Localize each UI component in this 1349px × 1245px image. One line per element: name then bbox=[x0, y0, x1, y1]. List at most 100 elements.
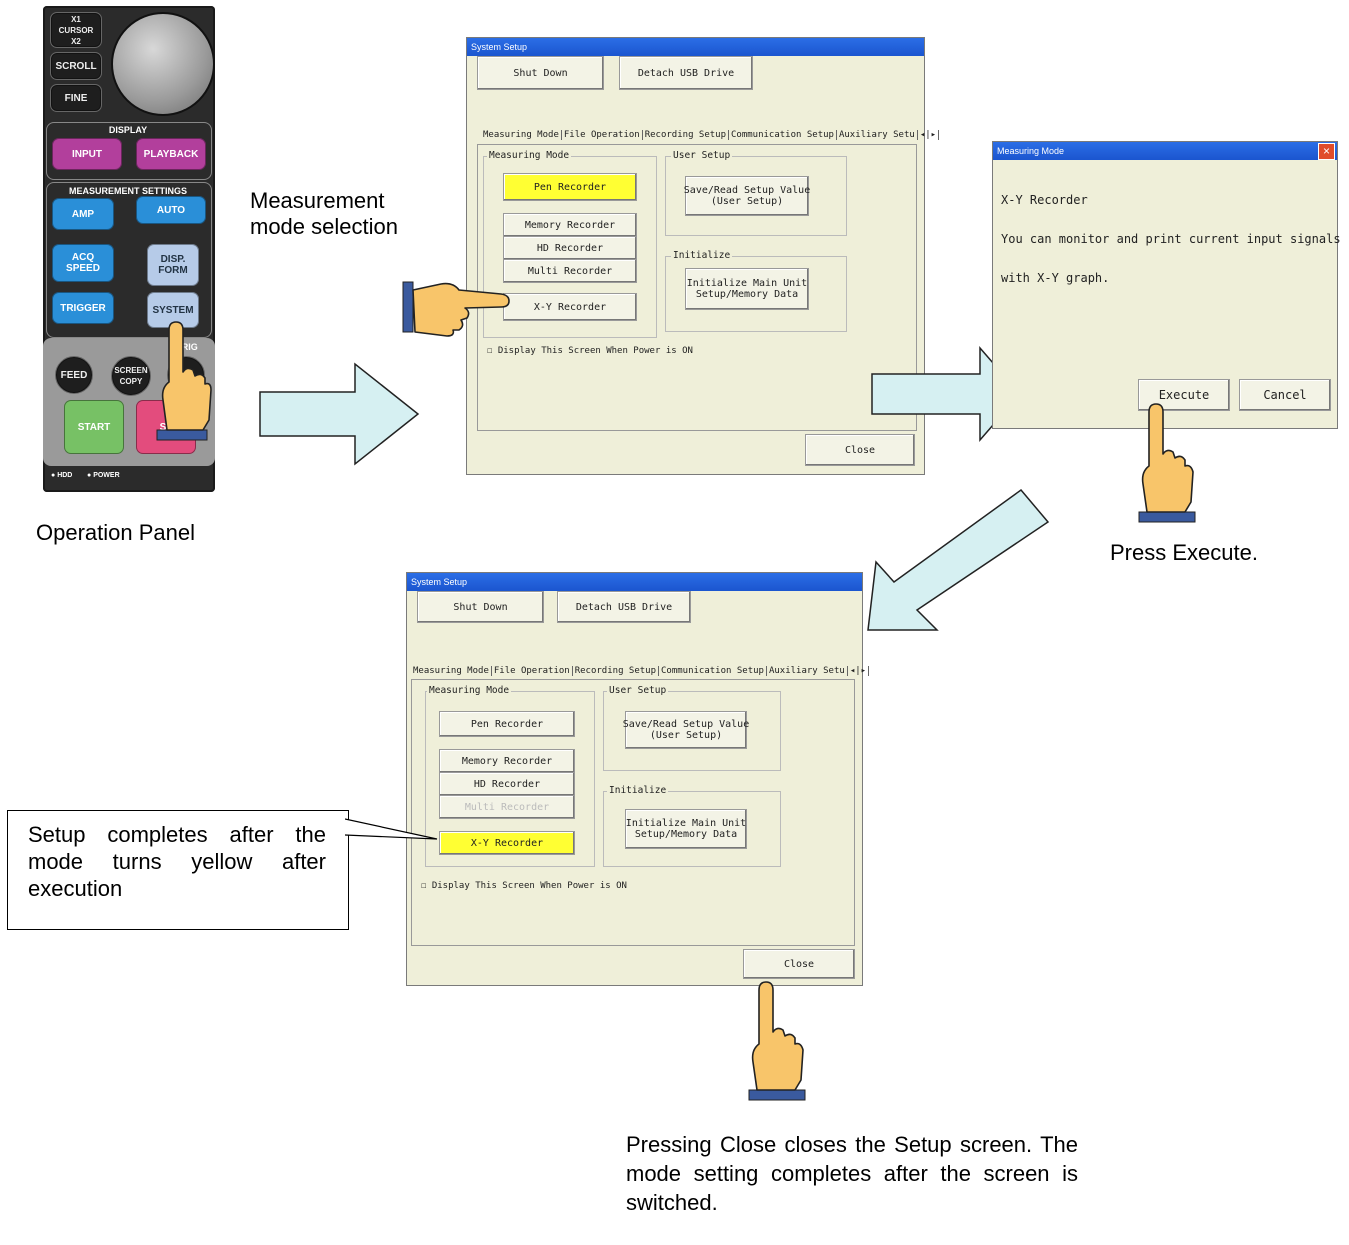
tab-communication-setup[interactable]: Communication Setup bbox=[659, 666, 767, 676]
pointing-hand-icon bbox=[402, 281, 510, 337]
tab-scroll-arrows[interactable]: ◂|▸ bbox=[848, 666, 870, 676]
tab-recording-setup[interactable]: Recording Setup bbox=[573, 666, 659, 676]
measurement-selection-caption: Measurement mode selection bbox=[250, 188, 398, 239]
pointing-hand-icon bbox=[156, 321, 212, 441]
tab-file-operation[interactable]: File Operation bbox=[562, 130, 643, 140]
close-x-icon[interactable]: × bbox=[1318, 143, 1335, 160]
xy-recorder-label: X-Y Recorder bbox=[470, 837, 544, 849]
user-setup-group bbox=[603, 691, 781, 771]
shut-down-label: Shut Down bbox=[453, 601, 508, 613]
closing-caption: Pressing Close closes the Setup screen. … bbox=[626, 1132, 1078, 1215]
initialize-main-unit-label: Initialize Main Unit Setup/Memory Data bbox=[625, 818, 747, 840]
cancel-button[interactable]: Cancel bbox=[1239, 379, 1331, 411]
user-setup-group-label: User Setup bbox=[607, 685, 669, 696]
multi-recorder-button[interactable]: Multi Recorder bbox=[503, 259, 637, 283]
fine-button[interactable]: FINE bbox=[50, 84, 102, 112]
initialize-group-label: Initialize bbox=[607, 785, 669, 796]
shut-down-button[interactable]: Shut Down bbox=[417, 591, 544, 623]
disp-form-button[interactable]: DISP. FORM bbox=[147, 244, 199, 286]
x2-label: X2 bbox=[71, 36, 81, 46]
hd-recorder-label: HD Recorder bbox=[536, 242, 604, 254]
initialize-main-unit-label: Initialize Main Unit Setup/Memory Data bbox=[686, 278, 808, 300]
system-setup-window-1: System Setup Shut Down Detach USB Drive … bbox=[466, 37, 940, 475]
amp-button[interactable]: AMP bbox=[52, 198, 114, 230]
tab-communication-setup[interactable]: Communication Setup bbox=[729, 130, 837, 140]
cancel-label: Cancel bbox=[1263, 387, 1307, 402]
tab-recording-setup[interactable]: Recording Setup bbox=[643, 130, 729, 140]
memory-recorder-label: Memory Recorder bbox=[524, 219, 616, 231]
detach-usb-button[interactable]: Detach USB Drive bbox=[619, 56, 753, 90]
tab-scroll-arrows[interactable]: ◂|▸ bbox=[918, 130, 940, 140]
system-setup-titlebar: System Setup bbox=[467, 38, 924, 56]
xy-recorder-button[interactable]: X-Y Recorder bbox=[503, 293, 637, 321]
close-label: Close bbox=[844, 444, 876, 456]
press-execute-caption: Press Execute. bbox=[1110, 540, 1258, 565]
hd-recorder-button[interactable]: HD Recorder bbox=[503, 236, 637, 260]
start-button[interactable]: START bbox=[64, 400, 124, 454]
tab-measuring-mode[interactable]: Measuring Mode bbox=[411, 666, 492, 676]
setup-complete-note: Setup completes after the mode turns yel… bbox=[7, 810, 349, 930]
mode-description-line-3: with X-Y graph. bbox=[1001, 271, 1110, 285]
screen-copy-button[interactable]: SCREEN COPY bbox=[111, 356, 151, 396]
feed-label: FEED bbox=[60, 369, 88, 381]
trigger-button[interactable]: TRIGGER bbox=[52, 292, 114, 324]
measurement-settings-label: MEASUREMENT SETTINGS bbox=[68, 186, 187, 196]
save-read-setup-button[interactable]: Save/Read Setup Value (User Setup) bbox=[684, 176, 810, 216]
initialize-main-unit-button[interactable]: Initialize Main Unit Setup/Memory Data bbox=[625, 809, 747, 849]
save-read-setup-button[interactable]: Save/Read Setup Value (User Setup) bbox=[622, 711, 750, 749]
xy-recorder-button[interactable]: X-Y Recorder bbox=[439, 831, 575, 855]
measuring-mode-dialog: Measuring Mode × X-Y Recorder You can mo… bbox=[992, 141, 1341, 429]
initialize-group bbox=[665, 256, 847, 332]
display-on-power-checkbox[interactable]: ☐ Display This Screen When Power is ON bbox=[421, 881, 627, 891]
hdd-indicator: ● HDD bbox=[51, 472, 73, 479]
tab-measuring-mode[interactable]: Measuring Mode bbox=[481, 130, 562, 140]
cursor-label: CURSOR bbox=[58, 25, 94, 35]
jog-dial[interactable] bbox=[111, 12, 215, 116]
system-label: SYSTEM bbox=[152, 304, 194, 316]
hd-recorder-button[interactable]: HD Recorder bbox=[439, 772, 575, 796]
pen-recorder-label: Pen Recorder bbox=[533, 181, 607, 193]
start-label: START bbox=[77, 421, 111, 433]
pen-recorder-button[interactable]: Pen Recorder bbox=[503, 173, 637, 201]
scroll-button[interactable]: SCROLL bbox=[50, 52, 102, 80]
hd-recorder-label: HD Recorder bbox=[473, 778, 541, 790]
auto-button[interactable]: AUTO bbox=[136, 196, 206, 224]
save-read-setup-label: Save/Read Setup Value (User Setup) bbox=[622, 719, 750, 741]
mode-description-line-2: You can monitor and print current input … bbox=[1001, 232, 1341, 246]
tab-bar: Measuring Mode File Operation Recording … bbox=[411, 666, 870, 676]
auto-label: AUTO bbox=[156, 204, 186, 216]
callout-pointer bbox=[345, 818, 438, 840]
measuring-mode-group-label: Measuring Mode bbox=[427, 685, 512, 696]
shut-down-label: Shut Down bbox=[513, 67, 568, 79]
close-button[interactable]: Close bbox=[743, 949, 855, 979]
shut-down-button[interactable]: Shut Down bbox=[477, 56, 604, 90]
close-button[interactable]: Close bbox=[805, 434, 915, 466]
initialize-main-unit-button[interactable]: Initialize Main Unit Setup/Memory Data bbox=[685, 268, 809, 310]
acq-speed-button[interactable]: ACQ SPEED bbox=[52, 244, 114, 282]
pointing-hand-icon bbox=[1138, 403, 1196, 523]
memory-recorder-button[interactable]: Memory Recorder bbox=[503, 213, 637, 237]
pointing-hand-icon bbox=[748, 981, 806, 1101]
memory-recorder-button[interactable]: Memory Recorder bbox=[439, 749, 575, 773]
tab-file-operation[interactable]: File Operation bbox=[492, 666, 573, 676]
feed-button[interactable]: FEED bbox=[55, 356, 93, 394]
measuring-mode-title: Measuring Mode bbox=[997, 146, 1065, 156]
mode-description-line-1: X-Y Recorder bbox=[1001, 193, 1088, 207]
cursor-button[interactable]: X1 CURSOR X2 bbox=[50, 12, 102, 48]
screen-copy-label: SCREEN COPY bbox=[114, 366, 148, 386]
measuring-mode-group-label: Measuring Mode bbox=[487, 150, 572, 161]
detach-usb-button[interactable]: Detach USB Drive bbox=[557, 591, 691, 623]
tab-auxiliary-setup[interactable]: Auxiliary Setu bbox=[767, 666, 848, 676]
multi-recorder-label: Multi Recorder bbox=[527, 265, 613, 277]
setup-complete-note-text: Setup completes after the mode turns yel… bbox=[28, 822, 326, 901]
display-on-power-checkbox[interactable]: ☐ Display This Screen When Power is ON bbox=[487, 346, 693, 356]
tab-auxiliary-setup[interactable]: Auxiliary Setu bbox=[837, 130, 918, 140]
input-button[interactable]: INPUT bbox=[52, 138, 122, 170]
display-on-power-label: Display This Screen When Power is ON bbox=[431, 881, 627, 891]
playback-button[interactable]: PLAYBACK bbox=[136, 138, 206, 170]
pen-recorder-button[interactable]: Pen Recorder bbox=[439, 711, 575, 737]
system-setup-window-2: System Setup Shut Down Detach USB Drive … bbox=[406, 572, 870, 986]
initialize-group bbox=[603, 791, 781, 867]
tab-content-frame bbox=[411, 679, 855, 946]
multi-recorder-button[interactable]: Multi Recorder bbox=[439, 795, 575, 819]
